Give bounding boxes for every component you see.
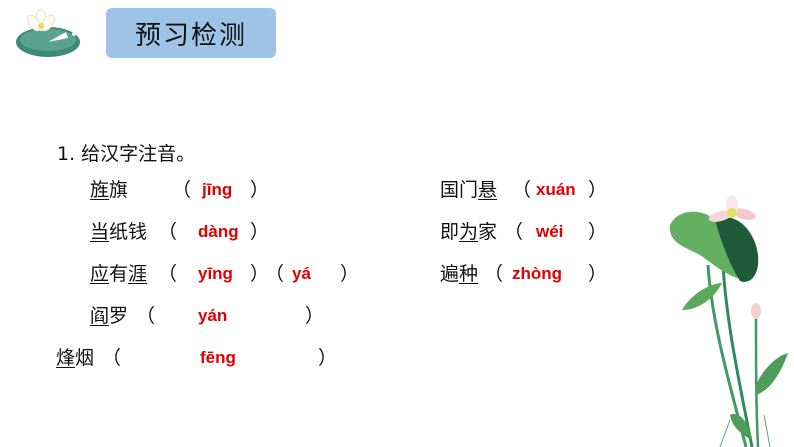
word-char: 种 [459, 263, 479, 285]
paren-close: ） [588, 263, 608, 285]
pinyin-answer: yán [198, 306, 228, 325]
word-char: 烟 [75, 347, 95, 369]
paren-close: ） [318, 347, 338, 369]
paren-open: （ [158, 221, 178, 243]
paren-open: （ [484, 263, 504, 285]
item-row: 当纸钱 （ dàng ） [90, 219, 390, 245]
paren-close: ） [340, 263, 360, 285]
lotus-plant-illustration [669, 195, 788, 447]
pinyin-answer: yīng [198, 264, 233, 283]
paren-close: ） [305, 305, 325, 327]
pinyin-answer: dàng [198, 222, 239, 241]
item-row: 烽烟 （ fēng ） [56, 345, 356, 371]
paren-open: （ [265, 263, 285, 285]
item-row: 阎罗 （ yán ） [90, 303, 390, 329]
pinyin-answer: fēng [200, 348, 236, 367]
paren-open: （ [158, 263, 178, 285]
word-char: 罗 [109, 305, 129, 327]
pinyin-answer: zhòng [512, 264, 563, 283]
word-char: 当 [90, 221, 110, 243]
item-row: 即为家 （ wéi ） [440, 219, 640, 245]
word-char: 遍 [440, 263, 460, 285]
word-char: 烽 [56, 347, 76, 369]
word-char: 旌 [90, 179, 110, 201]
pinyin-answer: wéi [536, 222, 564, 241]
word-char: 悬 [478, 179, 498, 201]
word-char: 纸钱 [109, 221, 148, 243]
paren-open: （ [136, 305, 156, 327]
word-char: 有 [109, 263, 129, 285]
word-char: 家 [478, 221, 498, 243]
section-title: 预习检测 [106, 8, 276, 58]
word-char: 涯 [128, 263, 148, 285]
paren-open: （ [512, 179, 532, 201]
word-char: 阎 [90, 305, 110, 327]
word-char: 即 [440, 221, 460, 243]
paren-close: ） [250, 221, 270, 243]
word-char: 应 [90, 263, 110, 285]
question-title: 1. 给汉字注音。 [57, 143, 196, 165]
word-char: 国门 [440, 179, 479, 201]
paren-open: （ [504, 221, 524, 243]
paren-close: ） [588, 221, 608, 243]
pinyin-answer: jīng [202, 180, 233, 199]
item-row: 应有涯 （ yīng ） （ yá ） [90, 261, 390, 287]
item-row: 遍种 （ zhòng ） [440, 261, 640, 287]
item-row: 旌旗 （ jīng ） [90, 177, 390, 203]
pinyin-answer: xuán [536, 180, 576, 199]
lotus-pad-icon [16, 8, 80, 57]
pinyin-answer: yá [292, 264, 311, 283]
paren-open: （ [172, 179, 192, 201]
paren-open: （ [102, 347, 122, 369]
word-char: 旗 [109, 179, 129, 201]
word-char: 为 [459, 221, 479, 243]
item-row: 国门悬 （ xuán ） [440, 177, 640, 203]
paren-close: ） [250, 179, 270, 201]
paren-close: ） [588, 179, 608, 201]
paren-close: ） [250, 263, 270, 285]
